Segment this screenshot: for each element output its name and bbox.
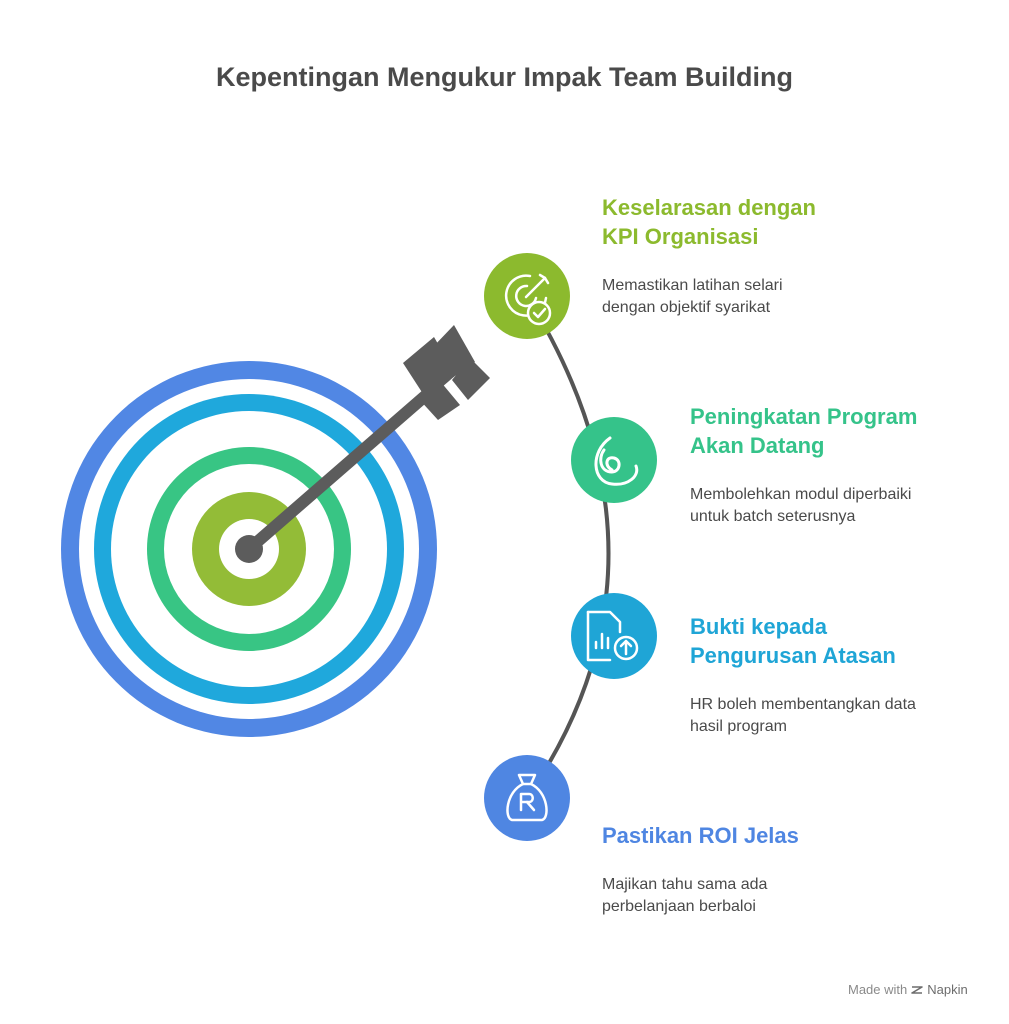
footer-brand: Napkin xyxy=(927,982,968,997)
footer-made-with: Made with xyxy=(848,982,908,997)
step-1-description: Memastikan latihan selari dengan objekti… xyxy=(602,277,783,316)
napkin-logo-icon xyxy=(911,985,924,994)
step-2-title: Peningkatan Program Akan Datang xyxy=(690,404,918,458)
report-upload-icon xyxy=(586,610,639,662)
connector-arc xyxy=(525,294,611,800)
step-2: Peningkatan Program Akan Datang Memboleh… xyxy=(690,402,917,528)
spiral-icon xyxy=(594,436,639,486)
step-4-description: Majikan tahu sama ada perbelanjaan berba… xyxy=(602,876,768,915)
step-1-circle xyxy=(484,253,570,339)
step-3-circle xyxy=(571,593,657,679)
arrow-icon xyxy=(235,325,490,563)
step-3-title: Bukti kepada Pengurusan Atasan xyxy=(690,614,896,668)
target-check-icon xyxy=(504,273,552,326)
step-2-circle xyxy=(571,417,657,503)
footer: Made with Napkin xyxy=(848,982,968,997)
step-3: Bukti kepada Pengurusan Atasan HR boleh … xyxy=(690,612,916,738)
step-2-description: Membolehkan modul diperbaiki untuk batch… xyxy=(690,486,912,525)
step-1: Keselarasan dengan KPI Organisasi Memast… xyxy=(602,193,816,319)
step-1-title: Keselarasan dengan KPI Organisasi xyxy=(602,195,816,249)
step-4: Pastikan ROI Jelas Majikan tahu sama ada… xyxy=(602,821,799,918)
page-title: Kepentingan Mengukur Impak Team Building xyxy=(215,62,794,92)
step-4-circle xyxy=(484,755,570,841)
step-3-description: HR boleh membentangkan data hasil progra… xyxy=(690,696,916,735)
step-4-title: Pastikan ROI Jelas xyxy=(602,823,799,848)
money-bag-icon xyxy=(506,773,548,822)
